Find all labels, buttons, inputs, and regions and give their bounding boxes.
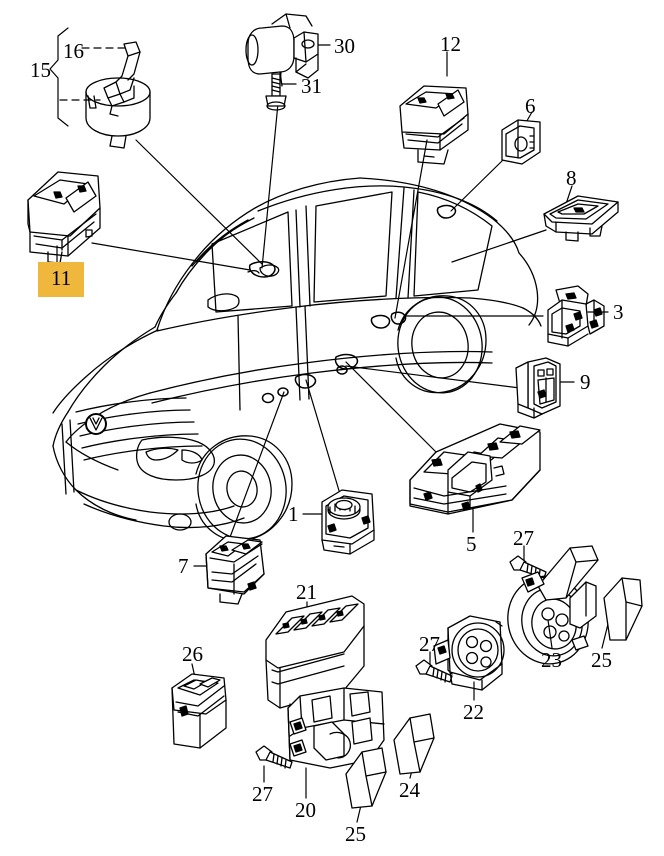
part-23-actuator	[507, 545, 599, 665]
part-15-16-switch-assembly	[85, 41, 151, 149]
callout-label-25-b[interactable]: 25	[345, 822, 366, 846]
callout-label-26[interactable]: 26	[182, 642, 203, 666]
callout-label-20[interactable]: 20	[295, 798, 316, 822]
part-24-cover	[393, 713, 435, 775]
part-27-screw-c	[255, 745, 293, 769]
part-21-switch-strip	[265, 595, 365, 717]
part-27-screw-b	[415, 659, 453, 683]
part-11-window-switch	[27, 171, 101, 264]
part-7-switch	[205, 535, 265, 605]
callout-label-11-highlighted[interactable]: 11	[38, 262, 85, 297]
part-9-switch	[515, 357, 561, 419]
callout-label-31[interactable]: 31	[301, 74, 322, 98]
part-26-switch	[171, 673, 227, 749]
callout-label-24[interactable]: 24	[399, 778, 420, 802]
part-3-switch	[547, 285, 605, 347]
callout-label-8[interactable]: 8	[566, 166, 577, 190]
callout-label-5[interactable]: 5	[466, 532, 477, 556]
part-5-master-switch-panel	[409, 423, 541, 515]
callout-label-27-b[interactable]: 27	[419, 632, 440, 656]
part-31-bolt	[265, 73, 287, 111]
callout-label-12[interactable]: 12	[440, 32, 461, 56]
part-22-actuator	[433, 615, 505, 691]
part-12-switch	[399, 85, 469, 165]
callout-label-30[interactable]: 30	[334, 34, 355, 58]
callout-label-22[interactable]: 22	[463, 700, 484, 724]
part-20-latch-module	[287, 687, 385, 769]
callout-label-21[interactable]: 21	[296, 580, 317, 604]
callout-label-1[interactable]: 1	[288, 502, 299, 526]
callout-label-16[interactable]: 16	[63, 39, 84, 63]
callout-label-15[interactable]: 15	[30, 58, 51, 82]
callout-label-27-a[interactable]: 27	[513, 526, 534, 550]
part-1-rotary-switch	[321, 489, 375, 555]
part-8-switch	[543, 195, 619, 242]
callout-label-27-c[interactable]: 27	[252, 782, 273, 806]
part-25a-cover	[603, 577, 643, 641]
callout-label-6[interactable]: 6	[525, 94, 536, 118]
callout-label-3[interactable]: 3	[613, 300, 624, 324]
part-6-switch	[501, 119, 541, 165]
callout-label-7[interactable]: 7	[178, 554, 189, 578]
callout-label-23[interactable]: 23	[541, 648, 562, 672]
callout-label-25-a[interactable]: 25	[591, 648, 612, 672]
part-25b-cover	[345, 747, 387, 809]
part-30-motor	[245, 13, 319, 87]
part-27-screw-a	[509, 555, 547, 579]
body-anchor-points	[248, 204, 457, 404]
callout-label-9[interactable]: 9	[580, 370, 591, 394]
